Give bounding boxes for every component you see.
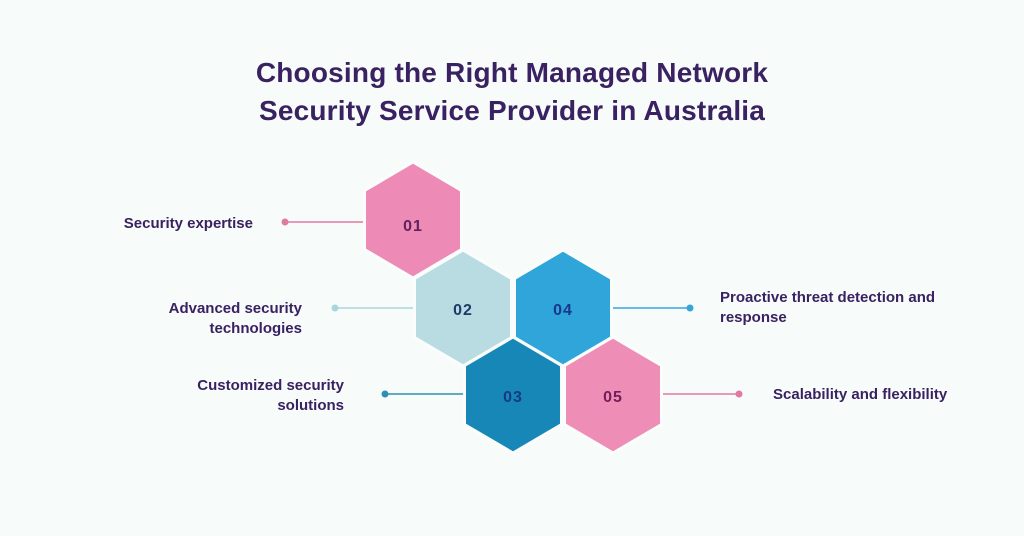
hexagon-02-number: 02 — [453, 302, 473, 319]
label-proactive-threat-detection: Proactive threat detection and response — [720, 289, 936, 326]
hexagon-04-number: 04 — [553, 302, 573, 319]
hexagon-03: 03 — [463, 335, 563, 455]
hexagon-05: 05 — [563, 335, 663, 455]
hexagon-05-number: 05 — [603, 389, 623, 406]
connector-security-expertise — [281, 218, 366, 226]
label-scalability-flexibility: Scalability and flexibility — [773, 386, 948, 403]
connector-proactive-threat-detection — [610, 304, 694, 312]
hexagon-03-shape — [463, 335, 563, 455]
connector-dot — [686, 304, 694, 312]
label-advanced-security-technologies: Advanced security technologies — [168, 300, 302, 337]
connector-dot — [381, 390, 389, 398]
connector-scalability-flexibility — [660, 390, 743, 398]
hexagon-01-shape — [363, 160, 463, 280]
hexagon-01-number: 01 — [403, 218, 423, 235]
hexagon-05-shape — [563, 335, 663, 455]
connector-dot — [281, 218, 289, 226]
page-title: Choosing the Right Managed Network Secur… — [0, 54, 1024, 130]
connector-dot — [331, 304, 339, 312]
page-title-line-1: Choosing the Right Managed Network — [255, 57, 769, 88]
hexagon-01: 01 — [363, 160, 463, 280]
label-security-expertise: Security expertise — [123, 215, 253, 232]
page-title-line-2: Security Service Provider in Australia — [258, 95, 766, 126]
connector-dot — [735, 390, 743, 398]
label-customized-security-solutions: Customized security solutions — [197, 377, 344, 414]
connector-advanced-security-technologies — [331, 304, 416, 312]
connector-customized-security-solutions — [381, 390, 466, 398]
hexagon-03-number: 03 — [503, 389, 523, 406]
